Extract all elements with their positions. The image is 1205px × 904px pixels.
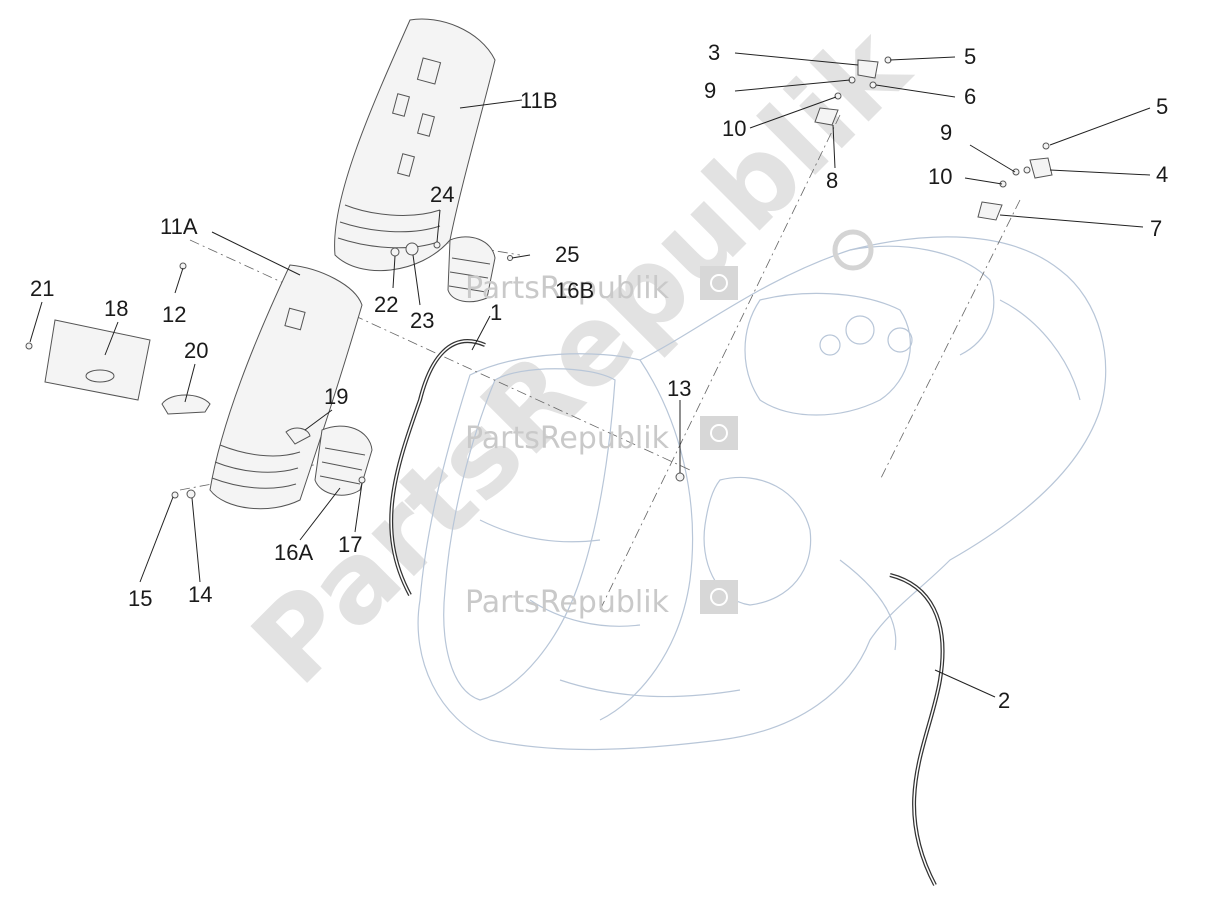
- label-22: 22: [374, 292, 398, 317]
- label-25: 25: [555, 242, 579, 267]
- label-17: 17: [338, 532, 362, 557]
- label-16a: 16A: [274, 540, 313, 565]
- label-14: 14: [188, 582, 212, 607]
- gear-flag-icon: [700, 266, 738, 300]
- part-11a-horn-cover-lower: [209, 264, 363, 510]
- label-5: 5: [964, 44, 976, 69]
- label-13: 13: [667, 376, 691, 401]
- label-5b: 5: [1156, 94, 1168, 119]
- scooter-body-outline: [417, 236, 1107, 751]
- gear-flag-icon: [700, 416, 738, 450]
- label-6: 6: [964, 84, 976, 109]
- label-16b: 16B: [555, 278, 594, 303]
- label-10b: 10: [928, 164, 952, 189]
- watermark-row-3: PartsRepublik: [465, 580, 738, 620]
- label-7: 7: [1150, 216, 1162, 241]
- gear-icon: [832, 229, 874, 271]
- label-20: 20: [184, 338, 208, 363]
- label-2: 2: [998, 688, 1010, 713]
- label-19: 19: [324, 384, 348, 409]
- part-1-seal-strip: [389, 339, 486, 596]
- label-11b: 11B: [520, 88, 558, 113]
- watermark-text: PartsRepublik: [465, 421, 670, 456]
- label-3: 3: [708, 40, 720, 65]
- watermark-text: PartsRepublik: [465, 585, 670, 620]
- gear-icon: [710, 424, 728, 442]
- part-labels: 3 5 9 6 10 8 5 9 4 10 7 11B 11A 24 25 16…: [30, 40, 1168, 713]
- small-hardware: [25, 56, 1053, 499]
- part-19-clip: [285, 427, 311, 445]
- watermark-gear-large: [832, 229, 874, 271]
- label-18: 18: [104, 296, 128, 321]
- gear-icon: [710, 588, 728, 606]
- part-16a-grille: [314, 425, 373, 496]
- label-24: 24: [430, 182, 454, 207]
- part-11b-horn-cover-upper: [334, 18, 496, 272]
- leader-lines: [29, 52, 1151, 698]
- gear-flag-icon: [700, 580, 738, 614]
- label-12: 12: [162, 302, 186, 327]
- watermark-row-2: PartsRepublik: [465, 416, 738, 456]
- label-21: 21: [30, 276, 54, 301]
- label-9: 9: [704, 78, 716, 103]
- part-16b-grille: [447, 236, 496, 303]
- label-10: 10: [722, 116, 746, 141]
- part-2-seal-strip: [889, 573, 945, 886]
- label-4: 4: [1156, 162, 1168, 187]
- watermark-row-1: PartsRepublik: [465, 266, 738, 306]
- label-8: 8: [826, 168, 838, 193]
- label-9b: 9: [940, 120, 952, 145]
- watermark-text: PartsRepublik: [465, 271, 670, 306]
- part-20-bracket: [161, 394, 211, 415]
- label-15: 15: [128, 586, 152, 611]
- label-23: 23: [410, 308, 434, 333]
- part-18-plate-holder: [44, 319, 151, 401]
- label-11a: 11A: [160, 214, 198, 239]
- label-1: 1: [490, 300, 502, 325]
- gear-icon: [710, 274, 728, 292]
